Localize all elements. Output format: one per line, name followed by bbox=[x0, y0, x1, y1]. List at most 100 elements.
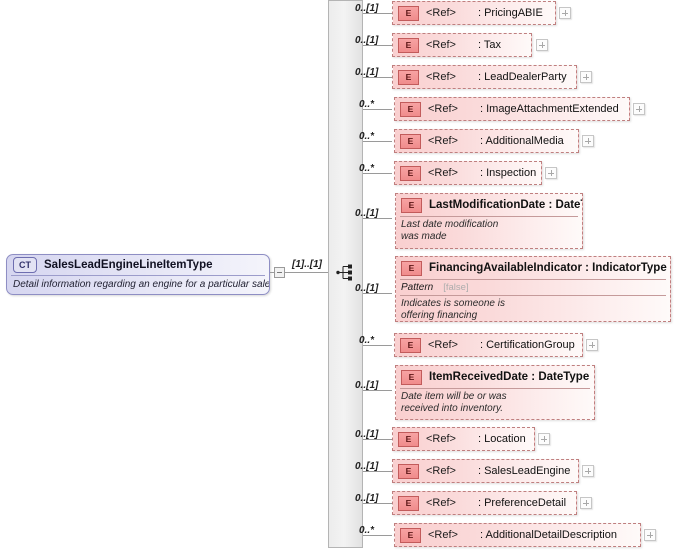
expand-plus-icon[interactable] bbox=[644, 529, 656, 541]
element-name: LastModificationDate : DateType bbox=[429, 199, 582, 211]
element-box-lastmodificationdate[interactable]: E LastModificationDate : DateType Last d… bbox=[395, 193, 583, 249]
element-name: : CertificationGroup bbox=[479, 339, 575, 351]
element-name: : Location bbox=[477, 433, 526, 445]
element-box-itemreceiveddate[interactable]: E ItemReceivedDate : DateType Date item … bbox=[395, 365, 595, 420]
element-box-inspection[interactable]: E <Ref> : Inspection bbox=[394, 161, 542, 185]
element-ref-label: <Ref> bbox=[426, 497, 456, 509]
cardinality-label: 0..[1] bbox=[355, 493, 379, 504]
root-complextype-name: SalesLeadEngineLineItemType bbox=[44, 259, 213, 271]
cardinality-label: 0..[1] bbox=[355, 283, 379, 294]
element-ref-label: <Ref> bbox=[428, 529, 458, 541]
branch-line bbox=[363, 13, 392, 14]
root-connector-left bbox=[270, 272, 275, 273]
element-box-additionaldetaildescription[interactable]: E <Ref> : AdditionalDetailDescription bbox=[394, 523, 641, 547]
root-collapse-toggle[interactable] bbox=[274, 267, 285, 278]
root-connector-right bbox=[285, 272, 329, 273]
element-name: : LeadDealerParty bbox=[477, 71, 567, 83]
element-documentation: Indicates is someone is offering financi… bbox=[401, 298, 505, 321]
root-complextype-box[interactable]: CT SalesLeadEngineLineItemType Detail in… bbox=[6, 254, 270, 295]
cardinality-label: 0..[1] bbox=[355, 380, 379, 391]
element-name: : AdditionalMedia bbox=[479, 135, 564, 147]
element-header: E <Ref> : SalesLeadEngine bbox=[393, 460, 578, 482]
element-documentation: Date item will be or was received into i… bbox=[401, 391, 507, 414]
branch-line bbox=[363, 503, 392, 504]
cardinality-label: 0..[1] bbox=[355, 429, 379, 440]
expand-plus-icon[interactable] bbox=[559, 7, 571, 19]
expand-plus-icon[interactable] bbox=[538, 433, 550, 445]
element-box-additionalmedia[interactable]: E <Ref> : AdditionalMedia bbox=[394, 129, 579, 153]
element-header: E <Ref> : Location bbox=[393, 428, 534, 450]
element-icon: E bbox=[401, 260, 422, 276]
element-ref-label: <Ref> bbox=[426, 71, 456, 83]
expand-plus-icon[interactable] bbox=[536, 39, 548, 51]
sequence-icon bbox=[336, 264, 352, 281]
element-ref-label: <Ref> bbox=[428, 135, 458, 147]
cardinality-label: 0..[1] bbox=[355, 461, 379, 472]
branch-line bbox=[363, 45, 392, 46]
branch-line bbox=[363, 218, 392, 219]
branch-line bbox=[363, 77, 392, 78]
element-box-certificationgroup[interactable]: E <Ref> : CertificationGroup bbox=[394, 333, 583, 357]
cardinality-label: 0..[1] bbox=[355, 67, 379, 78]
element-box-location[interactable]: E <Ref> : Location bbox=[392, 427, 535, 451]
element-icon: E bbox=[400, 101, 421, 117]
element-header: E LastModificationDate : DateType bbox=[396, 194, 582, 216]
cardinality-label: 0..* bbox=[359, 99, 375, 110]
facet-value: [false] bbox=[443, 282, 469, 293]
branch-line bbox=[363, 390, 392, 391]
cardinality-label: 0..* bbox=[359, 335, 375, 346]
expand-plus-icon[interactable] bbox=[580, 497, 592, 509]
element-documentation: Last date modification was made bbox=[401, 219, 499, 242]
element-header: E ItemReceivedDate : DateType bbox=[396, 366, 594, 388]
element-icon: E bbox=[398, 69, 419, 85]
root-complextype-documentation: Detail information regarding an engine f… bbox=[13, 279, 270, 290]
element-separator bbox=[400, 216, 578, 217]
branch-line bbox=[363, 439, 392, 440]
root-complextype-header: CT SalesLeadEngineLineItemType bbox=[7, 255, 269, 275]
element-ref-label: <Ref> bbox=[428, 339, 458, 351]
expand-plus-icon[interactable] bbox=[582, 135, 594, 147]
element-name: : PreferenceDetail bbox=[477, 497, 567, 509]
element-icon: E bbox=[398, 431, 419, 447]
element-header: E <Ref> : Inspection bbox=[395, 162, 541, 184]
element-icon: E bbox=[400, 337, 421, 353]
cardinality-label: 0..[1] bbox=[355, 3, 379, 14]
element-icon: E bbox=[401, 197, 422, 213]
element-box-salesleadengine[interactable]: E <Ref> : SalesLeadEngine bbox=[392, 459, 579, 483]
cardinality-label: 0..* bbox=[359, 163, 375, 174]
root-separator bbox=[11, 275, 265, 276]
sequence-compositor-panel[interactable] bbox=[328, 0, 363, 548]
element-box-imageattachmentextended[interactable]: E <Ref> : ImageAttachmentExtended bbox=[394, 97, 630, 121]
expand-plus-icon[interactable] bbox=[580, 71, 592, 83]
element-box-tax[interactable]: E <Ref> : Tax bbox=[392, 33, 532, 57]
expand-plus-icon[interactable] bbox=[633, 103, 645, 115]
expand-plus-icon[interactable] bbox=[586, 339, 598, 351]
element-name: : AdditionalDetailDescription bbox=[479, 529, 617, 541]
element-icon: E bbox=[400, 527, 421, 543]
element-icon: E bbox=[398, 495, 419, 511]
element-box-preferencedetail[interactable]: E <Ref> : PreferenceDetail bbox=[392, 491, 577, 515]
element-facet: Pattern [false] bbox=[396, 280, 670, 295]
element-header: E <Ref> : CertificationGroup bbox=[395, 334, 582, 356]
element-name: ItemReceivedDate : DateType bbox=[429, 371, 590, 383]
element-ref-label: <Ref> bbox=[426, 39, 456, 51]
element-ref-label: <Ref> bbox=[426, 433, 456, 445]
element-name: FinancingAvailableIndicator : IndicatorT… bbox=[429, 262, 667, 274]
branch-line bbox=[363, 535, 392, 536]
element-icon: E bbox=[400, 133, 421, 149]
element-ref-label: <Ref> bbox=[426, 465, 456, 477]
element-ref-label: <Ref> bbox=[426, 7, 456, 19]
element-ref-label: <Ref> bbox=[428, 103, 458, 115]
cardinality-label: 0..* bbox=[359, 131, 375, 142]
expand-plus-icon[interactable] bbox=[582, 465, 594, 477]
element-separator bbox=[400, 295, 666, 296]
element-box-pricingabie[interactable]: E <Ref> : PricingABIE bbox=[392, 1, 556, 25]
element-box-leaddealerparty[interactable]: E <Ref> : LeadDealerParty bbox=[392, 65, 577, 89]
element-ref-label: <Ref> bbox=[428, 167, 458, 179]
element-name: : SalesLeadEngine bbox=[477, 465, 571, 477]
element-box-financingavailableindicator[interactable]: E FinancingAvailableIndicator : Indicato… bbox=[395, 256, 671, 322]
element-header: E <Ref> : AdditionalMedia bbox=[395, 130, 578, 152]
branch-line bbox=[363, 345, 392, 346]
expand-plus-icon[interactable] bbox=[545, 167, 557, 179]
element-name: : PricingABIE bbox=[477, 7, 543, 19]
